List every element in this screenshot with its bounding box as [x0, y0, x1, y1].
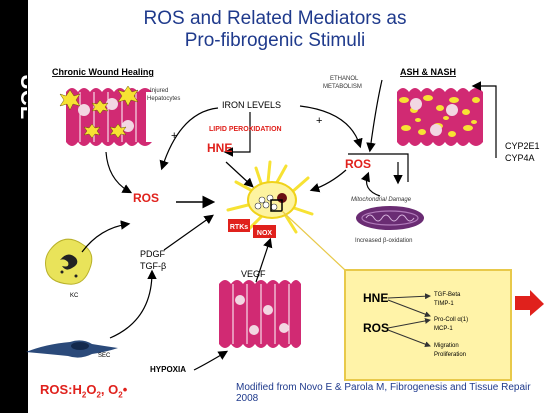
arrow-iron-to-hne: [223, 112, 251, 157]
arrow-iron-to-ros-left: [159, 107, 219, 171]
ros-def-sub3: 2: [118, 390, 123, 400]
kupffer-cell: [45, 238, 93, 285]
chronic-wound-healing-title: Chronic Wound Healing: [52, 67, 154, 77]
arrow-tissue-to-ros: [105, 151, 133, 194]
slide-title: ROS and Related Mediators as Pro-fibroge…: [0, 8, 550, 52]
cyp2e1-label: CYP2E1: [505, 141, 540, 151]
ros-def-comma: , O: [100, 382, 119, 397]
sec-label: SEC: [98, 353, 111, 359]
title-line-1: ROS and Related Mediators as: [143, 8, 407, 29]
mitochondrion: [356, 206, 424, 230]
inset-hne: HNE: [363, 291, 388, 305]
ethanol-line2: METABOLISM: [323, 84, 362, 90]
inset-migration: Migration: [434, 343, 459, 349]
arrow-hne-to-cell: [225, 161, 254, 188]
ethanol-line1: ETHANOL: [330, 76, 359, 82]
arrow-vegf-to-cell: [255, 237, 273, 283]
ucl-logo-text: UCL: [16, 74, 27, 119]
inset-mcp1: MCP-1: [434, 326, 453, 332]
citation-credit: Modified from Novo E & Parola M, Fibroge…: [236, 382, 531, 404]
inset-tgf-beta: TGF-Beta: [434, 292, 461, 298]
inset-connector: [281, 210, 346, 271]
ros-def-sub1: 2: [81, 390, 87, 400]
iron-levels-label: IRON LEVELS: [222, 100, 281, 110]
arrow-cyp: [471, 81, 497, 158]
red-pointer-arrow: [515, 290, 544, 316]
lipid-peroxidation-label: LIPID PEROXIDATION: [209, 126, 282, 133]
hypoxia-label: HYPOXIA: [150, 365, 186, 374]
rtks-box: [228, 219, 250, 232]
sinusoidal-endothelial-cell: [26, 340, 118, 358]
ros-right-label: ROS: [345, 157, 371, 171]
nox-box: [253, 225, 276, 238]
ros-def-prefix: ROS:: [40, 382, 73, 397]
arrow-kc-to-pdgf: [81, 220, 131, 253]
rtks-label: RTKs: [230, 224, 248, 231]
inset-procoll: Pro-Coll α(1): [434, 317, 468, 323]
vegf-label: VEGF: [241, 269, 266, 279]
steatotic-tissue: [397, 88, 483, 146]
inset-ros: ROS: [363, 321, 389, 335]
inset-box: [344, 269, 512, 381]
arrow-rosright-to-cell: [309, 169, 347, 193]
pdgf-label: PDGF: [140, 249, 166, 259]
arrow-mito-to-ros: [360, 171, 381, 197]
mito-damage-label: Mitochondrial Damage: [351, 197, 412, 203]
nox-label: NOX: [257, 230, 273, 237]
ros-left-label: ROS: [133, 191, 159, 205]
inset-proliferation: Proliferation: [434, 352, 466, 358]
arrow-iron-to-ros-right: [299, 105, 363, 149]
ucl-sidebar: [0, 0, 28, 413]
plus-left: +: [171, 130, 177, 142]
injured-hepatocytes-line2: Hepatocytes: [147, 96, 180, 102]
injured-hepatocyte-tissue: [59, 85, 152, 146]
injured-hepatocytes-line1: Injured: [150, 88, 168, 94]
plus-right: +: [316, 115, 322, 127]
ash-nash-title: ASH & NASH: [400, 67, 456, 77]
arrow-hypoxia-to-tissue: [193, 350, 229, 371]
ros-def-h: H: [72, 382, 82, 397]
hepatic-stellate-cell: [226, 160, 314, 234]
ros-def-sub2: 2: [96, 390, 101, 400]
hypoxic-tissue: [219, 280, 301, 348]
radical-dot: •: [122, 382, 128, 397]
title-line-2: Pro-fibrogenic Stimuli: [184, 30, 366, 51]
arrow-ethanol-to-ros: [366, 79, 383, 153]
tgfb-label: TGF-β: [140, 261, 166, 271]
beta-oxidation-label: Increased β-oxidation: [355, 238, 412, 244]
cyp4a-label: CYP4A: [505, 153, 535, 163]
hne-label: HNE: [207, 141, 232, 155]
arrow-sec-to-pdgf: [109, 269, 157, 339]
ros-definition: ROS:H2O2, O2•: [40, 382, 127, 400]
arrow-pdgf-to-cell: [163, 214, 214, 251]
line-ros-bracket: [348, 153, 409, 182]
ucl-logo: UCL: [16, 74, 27, 119]
kc-label: KC: [70, 293, 79, 299]
inset-timp1: TIMP-1: [434, 301, 454, 307]
ros-def-o: O: [86, 382, 97, 397]
